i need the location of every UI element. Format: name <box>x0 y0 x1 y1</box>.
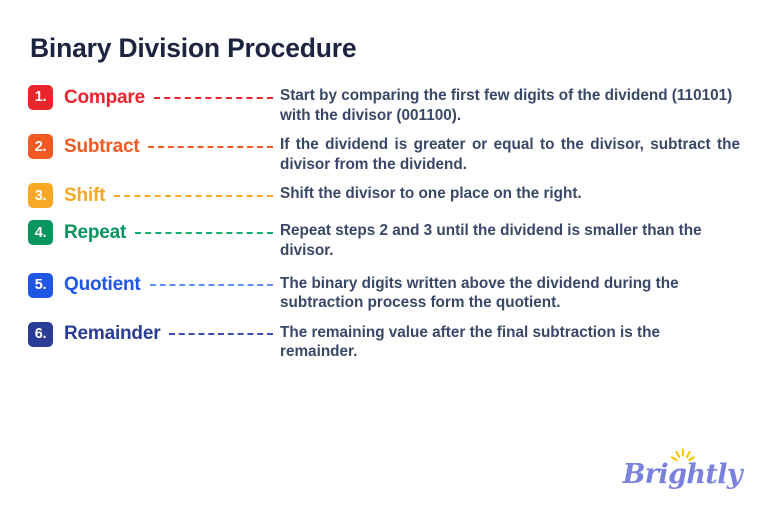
step-left-cluster: 2. Subtract <box>28 134 280 160</box>
step-label: Shift <box>64 184 106 206</box>
step-left-cluster: 1. Compare <box>28 85 280 111</box>
dashed-connector <box>148 145 273 148</box>
sunburst-icon <box>670 448 695 462</box>
step-left-cluster: 4. Repeat <box>28 220 280 246</box>
brand-wordmark-wrap: Brightly <box>622 448 743 490</box>
step-left-cluster: 6. Remainder <box>28 321 280 347</box>
step-label: Remainder <box>64 323 161 345</box>
step-number-badge: 2. <box>28 134 53 160</box>
step-number-badge: 1. <box>28 85 53 111</box>
step-number-badge: 5. <box>28 272 53 298</box>
dashed-connector <box>169 333 273 336</box>
step-number-badge: 3. <box>28 183 53 209</box>
dashed-connector <box>114 194 273 197</box>
step-number-badge: 4. <box>28 220 53 246</box>
step-row: 2. Subtract If the dividend is greater o… <box>28 134 740 174</box>
step-label: Subtract <box>64 135 140 157</box>
step-row: 5. Quotient The binary digits written ab… <box>28 272 740 313</box>
dashed-connector <box>135 231 273 234</box>
step-left-cluster: 5. Quotient <box>28 272 280 298</box>
step-description: Shift the divisor to one place on the ri… <box>280 185 582 203</box>
page-title: Binary Division Procedure <box>30 33 357 63</box>
step-description: The binary digits written above the divi… <box>280 274 679 312</box>
brightly-logo: Brightly <box>622 448 743 490</box>
step-description: If the dividend is greater or equal to t… <box>280 136 740 173</box>
step-description: Start by comparing the first few digits … <box>280 87 733 124</box>
step-description: Repeat steps 2 and 3 until the dividend … <box>280 222 702 260</box>
step-row: 3. Shift Shift the divisor to one place … <box>28 183 740 209</box>
steps-list: 1. Compare Start by comparing the first … <box>28 85 740 368</box>
step-label: Compare <box>64 86 145 108</box>
step-row: 6. Remainder The remaining value after t… <box>28 321 740 362</box>
step-row: 4. Repeat Repeat steps 2 and 3 until the… <box>28 220 740 260</box>
step-row: 1. Compare Start by comparing the first … <box>28 85 740 125</box>
step-label: Repeat <box>64 221 127 243</box>
step-label: Quotient <box>64 274 141 296</box>
step-description: The remaining value after the final subt… <box>280 323 660 361</box>
dashed-connector <box>149 284 273 287</box>
dashed-connector <box>153 96 273 99</box>
brand-name: Brightly <box>622 459 743 490</box>
step-left-cluster: 3. Shift <box>28 183 280 209</box>
step-number-badge: 6. <box>28 321 53 347</box>
